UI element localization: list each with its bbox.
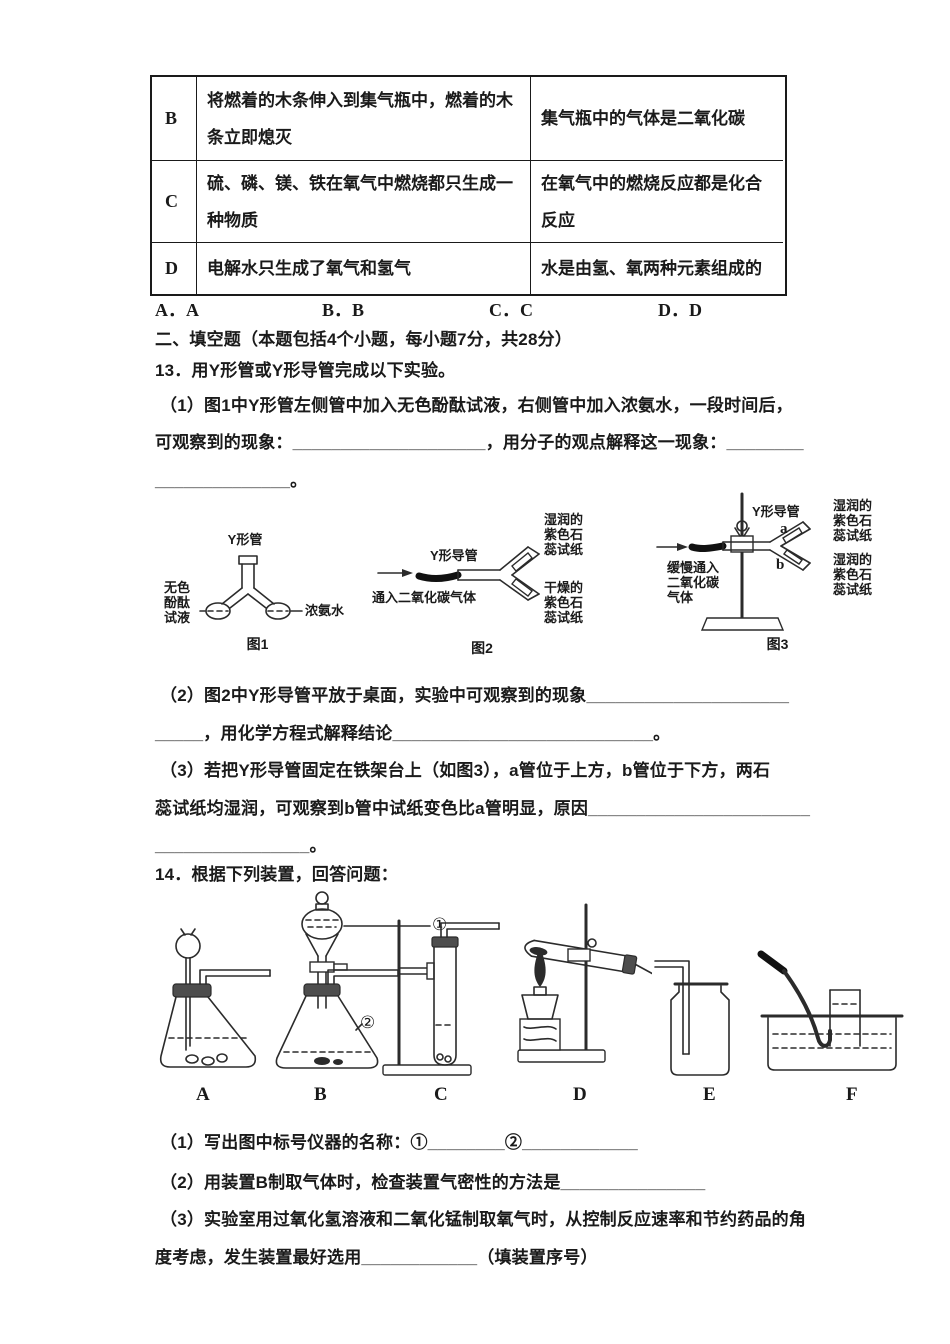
fig1-apparatus-label: Y形管 [227,532,263,547]
device-b: ① ② [264,888,469,1082]
device-label-d: D [573,1084,587,1105]
judgment-table: B 将燃着的木条伸入到集气瓶中，燃着的木条立即熄灭 集气瓶中的气体是二氧化碳 C… [150,75,787,296]
q13-part1-line3: ______________。 [155,471,308,490]
q13-part3-line1: （3）若把Y形导管固定在铁架台上（如图3），a管位于上方，b管位于下方，两石 [160,761,771,780]
fig3-branch-b-label: b [776,557,785,573]
fig2-inlet-label: 通入二氧化碳气体 [372,590,477,605]
table-row-letter: D [152,243,197,294]
fig1-right-label: 浓氨水 [305,603,345,618]
q13-part2-line1: （2）图2中Y形导管平放于桌面，实验中可观察到的现象______________… [160,686,790,705]
fig3-upper-branch-label: 湿润的 紫色石 蕊试纸 [833,498,873,543]
device-e-drawing [654,960,730,1076]
section-header: 二、填空题（本题包括4个小题，每小题7分，共28分） [155,330,573,349]
figure1: Y形管 无色 酚酞 试液 浓氨水 图1 [160,530,370,660]
q14-part3-line1: （3）实验室用过氧化氢溶液和二氧化锰制取氧气时，从控制反应速率和节约药品的角 [160,1210,807,1229]
device-c [381,913,505,1083]
y-duct-stand-drawing [656,492,811,631]
fig3-apparatus-label: Y形导管 [752,504,800,519]
table-row-letter: C [152,161,197,243]
device-label-f: F [846,1084,858,1105]
option-a: A．A [155,300,199,320]
y-tube-drawing [199,555,303,620]
fig2-lower-branch-label: 干燥的 紫色石 蕊试纸 [544,580,584,625]
device-d-drawing [517,903,652,1063]
device-c-drawing [382,919,500,1076]
callout-1: ① [432,915,448,934]
q14-part1: （1）写出图中标号仪器的名称：①________②____________ [160,1133,638,1152]
fig3-caption: 图3 [766,636,789,652]
table-row-statement: 将燃着的木条伸入到集气瓶中，燃着的木条立即熄灭 [197,77,531,161]
table-row-conclusion: 水是由氢、氧两种元素组成的 [541,259,762,278]
figure3: Y形导管 a b 缓慢通入 二氧化碳 气体 湿润的 紫色石 蕊试纸 湿润的 紫色… [645,478,948,663]
fig2-upper-branch-label: 湿润的 紫色石 蕊试纸 [544,512,584,557]
y-duct-flat-drawing [377,546,540,601]
device-f [754,946,926,1080]
q13-part2-line2: _____，用化学方程式解释结论________________________… [155,724,671,743]
fig1-left-label: 无色 酚酞 试液 [164,580,191,625]
device-f-drawing [757,950,904,1071]
q14-stem: 14．根据下列装置，回答问题： [155,865,398,884]
fig2-caption: 图2 [471,640,493,656]
device-label-e: E [703,1084,716,1105]
device-a-drawing [159,928,271,1068]
q13-part3-line3: ________________。 [155,836,327,855]
table-row-conclusion: 在氧气中的燃烧反应都是化合反应 [531,161,783,243]
fig1-caption: 图1 [246,636,269,652]
device-d [498,891,652,1083]
table-row-letter: B [152,77,197,161]
device-label-c: C [434,1084,448,1105]
fig3-inlet-label: 缓慢通入 二氧化碳 气体 [667,560,720,605]
device-label-b: B [314,1084,327,1105]
q13-stem: 13．用Y形管或Y形导管完成以下实验。 [155,361,456,380]
figure2: Y形导管 通入二氧化碳气体 湿润的 紫色石 蕊试纸 干燥的 紫色石 蕊试纸 图2 [372,500,640,660]
option-b: B．B [322,300,365,320]
fig3-branch-a-label: a [780,521,788,537]
table-row-statement: 硫、磷、镁、铁在氧气中燃烧都只生成一种物质 [197,161,531,243]
q13-part1-line1: （1）图1中Y形管左侧管中加入无色酚酞试液，右侧管中加入浓氨水，一段时间后， [160,396,793,415]
table-row-statement: 电解水只生成了氧气和氢气 [197,243,531,294]
device-b-drawing [275,891,431,1069]
table-row-conclusion: 集气瓶中的气体是二氧化碳 [531,77,783,161]
device-a [156,918,280,1080]
q14-part2: （2）用装置B制取气体时，检查装置气密性的方法是_______________ [160,1173,706,1192]
callout-2: ② [360,1013,376,1032]
q13-part3-line2: 蕊试纸均湿润，可观察到b管中试纸变色比a管明显，原因______________… [155,799,811,818]
option-c: C．C [489,300,533,320]
q13-part1-line2: 可观察到的现象：____________________，用分子的观点解释这一现… [155,433,804,452]
device-label-a: A [196,1084,210,1105]
device-e [651,948,748,1082]
option-d: D．D [658,300,702,320]
q14-part3-line2: 度考虑，发生装置最好选用____________（填装置序号） [155,1248,598,1267]
fig2-apparatus-label: Y形导管 [430,548,478,563]
fig3-lower-branch-label: 湿润的 紫色石 蕊试纸 [833,552,873,597]
